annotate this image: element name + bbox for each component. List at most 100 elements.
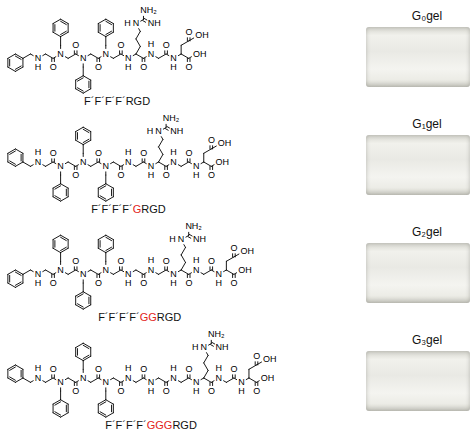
chemical-bond bbox=[30, 165, 33, 167]
atom-label: O bbox=[95, 278, 102, 289]
chemical-bond bbox=[226, 270, 234, 274]
atom-label: H bbox=[35, 147, 42, 158]
atom-label: N bbox=[148, 49, 155, 60]
chemical-bond bbox=[83, 129, 89, 132]
chemical-bond bbox=[144, 18, 147, 20]
atom-label: H bbox=[125, 62, 132, 73]
chemical-bond bbox=[8, 378, 16, 382]
chemical-bond bbox=[111, 189, 112, 196]
atom-label: O bbox=[253, 351, 260, 362]
atom-label: N bbox=[170, 53, 177, 64]
sequence-part: GG bbox=[140, 311, 157, 323]
chemical-bond bbox=[181, 162, 189, 166]
chemical-bond bbox=[189, 38, 194, 41]
chemical-bond bbox=[76, 89, 84, 93]
gel-label: G₁gel bbox=[366, 117, 470, 132]
chemical-bond bbox=[76, 343, 84, 347]
chemical-bond bbox=[15, 272, 21, 275]
chemical-bond bbox=[98, 184, 106, 188]
chemical-bond bbox=[88, 297, 89, 304]
chemical-bond bbox=[211, 340, 212, 343]
chemical-bond bbox=[68, 240, 69, 249]
chemical-bond bbox=[156, 273, 159, 275]
atom-label: N bbox=[148, 265, 155, 276]
atom-label: O bbox=[72, 256, 79, 267]
chemical-bond bbox=[136, 31, 140, 39]
atom-label: N bbox=[238, 377, 245, 388]
chemical-bond bbox=[249, 378, 257, 382]
chemical-bond bbox=[164, 166, 165, 169]
chemical-bond bbox=[133, 270, 136, 272]
chemical-bond bbox=[165, 129, 168, 131]
chemical-bond bbox=[22, 153, 23, 162]
chemical-bond bbox=[53, 404, 54, 413]
gel-photo-panel: G₃gel bbox=[366, 333, 470, 411]
chemical-bond bbox=[161, 137, 163, 140]
chemical-bond bbox=[77, 304, 83, 307]
chemical-bond bbox=[166, 124, 167, 127]
chemical-bond bbox=[88, 270, 91, 272]
chemical-bond bbox=[60, 388, 61, 391]
atom-label: N bbox=[80, 53, 87, 64]
chemical-bond bbox=[90, 348, 91, 357]
chemical-bond bbox=[204, 162, 212, 166]
atom-label: O bbox=[253, 386, 260, 397]
chemical-bond bbox=[188, 232, 189, 235]
atom-label: N bbox=[133, 18, 140, 29]
chemical-bond bbox=[204, 355, 208, 363]
chemical-bond bbox=[99, 58, 100, 61]
atom-label: N bbox=[178, 234, 185, 245]
chemical-bond bbox=[53, 24, 54, 33]
chemical-bond bbox=[98, 235, 106, 239]
chemical-bond bbox=[106, 19, 114, 23]
chemical-bond bbox=[156, 57, 159, 59]
atom-label: O bbox=[50, 148, 57, 159]
chemical-bond bbox=[143, 16, 144, 19]
chemical-bond bbox=[189, 58, 190, 61]
chemical-bond bbox=[98, 400, 106, 404]
atom-label: O bbox=[50, 364, 57, 375]
chemical-bond bbox=[106, 413, 114, 417]
atom-label: H bbox=[124, 18, 131, 29]
chemical-bond bbox=[61, 184, 69, 188]
chemical-bond bbox=[54, 375, 55, 378]
chemical-bond bbox=[15, 283, 23, 287]
chemical-bond bbox=[235, 274, 236, 277]
chemical-bond bbox=[90, 132, 91, 141]
atom-label: H bbox=[147, 126, 154, 137]
chemical-bond bbox=[207, 353, 209, 356]
chemical-bond bbox=[156, 162, 159, 164]
chemical-bond bbox=[10, 377, 16, 380]
atom-label: OH bbox=[240, 246, 254, 257]
chemical-bond bbox=[83, 355, 89, 358]
chemical-bond bbox=[209, 382, 210, 385]
chemical-bond bbox=[55, 402, 61, 405]
chemical-bond bbox=[248, 369, 249, 378]
chemical-bond bbox=[189, 375, 190, 378]
chemical-bond bbox=[256, 362, 261, 365]
chemical-bond bbox=[7, 369, 8, 378]
atom-label: H bbox=[193, 386, 200, 397]
chemical-bond bbox=[88, 81, 89, 88]
chemical-bond bbox=[83, 292, 91, 296]
chemical-bond bbox=[106, 32, 114, 36]
chemical-bond bbox=[90, 296, 91, 305]
chemical-bond bbox=[226, 257, 234, 261]
atom-label: OH bbox=[216, 157, 230, 168]
chemical-bond bbox=[143, 21, 146, 23]
chemical-bond bbox=[178, 165, 181, 167]
atom-label: O bbox=[163, 256, 170, 267]
atom-label: O bbox=[118, 40, 125, 51]
atom-label: H bbox=[193, 170, 200, 181]
gel-label: G₃gel bbox=[366, 333, 470, 348]
atom-label: H bbox=[125, 363, 132, 374]
chemical-bond bbox=[98, 188, 99, 197]
atom-label: O bbox=[185, 148, 192, 159]
chemical-bond bbox=[96, 274, 97, 277]
chemical-bond bbox=[54, 58, 55, 61]
chemical-bond bbox=[68, 378, 76, 382]
chemical-bond bbox=[98, 248, 106, 252]
chemical-bond bbox=[7, 58, 8, 67]
chemical-bond bbox=[15, 162, 23, 166]
chemical-bond bbox=[43, 270, 46, 272]
